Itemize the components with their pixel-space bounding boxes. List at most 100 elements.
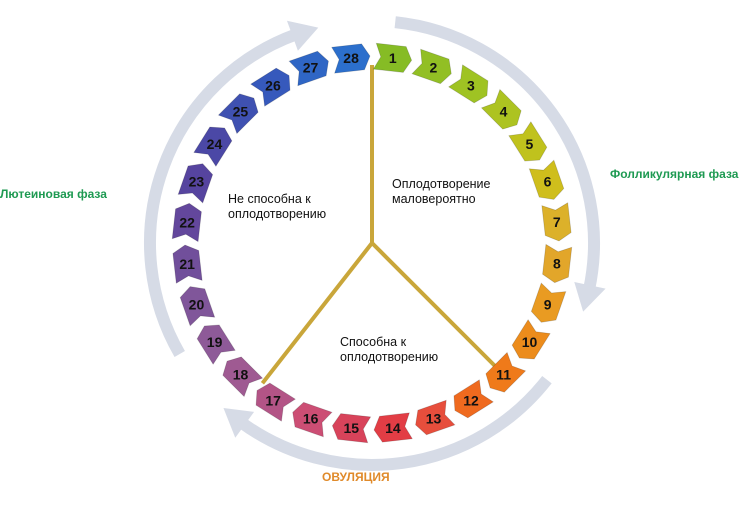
day-badge-23: 23 xyxy=(177,163,214,204)
day-shape-4 xyxy=(480,88,522,130)
day-shape-1 xyxy=(372,42,413,73)
day-ring: 1234567891011121314151617181920212223242… xyxy=(171,42,573,444)
divider-line-2 xyxy=(370,241,500,371)
day-shape-23 xyxy=(177,163,214,204)
day-badge-7: 7 xyxy=(541,202,572,242)
day-badge-10: 10 xyxy=(511,318,551,360)
day-shape-2 xyxy=(411,48,452,85)
day-number-19: 19 xyxy=(207,334,223,350)
day-number-9: 9 xyxy=(544,296,552,312)
day-number-11: 11 xyxy=(496,366,511,382)
day-number-7: 7 xyxy=(553,214,561,230)
day-badge-3: 3 xyxy=(447,64,489,104)
day-number-1: 1 xyxy=(389,50,397,66)
day-number-27: 27 xyxy=(303,59,319,75)
unlikely-line-2: маловероятно xyxy=(392,192,476,206)
day-badge-6: 6 xyxy=(528,159,565,200)
day-number-10: 10 xyxy=(522,334,538,350)
unlikely-zone-label: Оплодотворение маловероятно xyxy=(392,177,491,207)
day-number-8: 8 xyxy=(553,256,561,272)
day-number-3: 3 xyxy=(467,77,475,93)
day-number-12: 12 xyxy=(463,392,479,408)
day-number-26: 26 xyxy=(265,78,281,94)
day-shape-16 xyxy=(292,401,333,438)
day-badge-11: 11 xyxy=(485,351,527,393)
day-number-18: 18 xyxy=(233,367,249,383)
fertile-zone-label: Способна к оплодотворению xyxy=(340,335,438,365)
follicular-phase-label: Фолликулярная фаза xyxy=(610,167,739,181)
day-shape-6 xyxy=(528,159,565,200)
day-shape-13 xyxy=(415,399,456,436)
phase-dividers xyxy=(260,65,500,385)
day-badge-18: 18 xyxy=(222,356,264,398)
not-fertile-line-1: Не способна к xyxy=(228,192,311,206)
day-badge-12: 12 xyxy=(453,379,494,419)
day-shape-22 xyxy=(171,202,202,243)
day-number-14: 14 xyxy=(385,420,401,436)
day-badge-24: 24 xyxy=(193,126,233,168)
day-shape-21 xyxy=(172,244,203,284)
day-badge-28: 28 xyxy=(331,43,371,74)
day-shape-5 xyxy=(508,121,548,162)
day-shape-10 xyxy=(511,318,551,360)
day-badge-5: 5 xyxy=(508,121,548,162)
day-number-25: 25 xyxy=(233,104,249,120)
day-shape-15 xyxy=(331,413,372,444)
day-badge-4: 4 xyxy=(480,88,522,130)
day-badge-20: 20 xyxy=(179,286,216,327)
day-badge-2: 2 xyxy=(411,48,452,85)
day-badge-26: 26 xyxy=(250,67,291,107)
day-shape-12 xyxy=(453,379,494,419)
day-shape-14 xyxy=(373,412,413,443)
unlikely-line-1: Оплодотворение xyxy=(392,177,491,191)
day-number-13: 13 xyxy=(426,411,442,427)
day-shape-18 xyxy=(222,356,264,398)
day-badge-22: 22 xyxy=(171,202,202,243)
day-shape-17 xyxy=(255,382,297,422)
day-number-23: 23 xyxy=(189,174,205,190)
cycle-arrow-1 xyxy=(394,16,600,291)
day-badge-27: 27 xyxy=(288,50,329,87)
ovulation-label: ОВУЛЯЦИЯ xyxy=(322,470,390,484)
day-badge-1: 1 xyxy=(372,42,413,73)
day-number-4: 4 xyxy=(500,103,508,119)
day-shape-25 xyxy=(217,93,259,135)
cycle-arrow-head-1 xyxy=(574,282,606,312)
day-badge-21: 21 xyxy=(172,244,203,284)
cycle-arrow-2 xyxy=(237,375,552,471)
day-badge-17: 17 xyxy=(255,382,297,422)
cycle-arrow-head-3 xyxy=(286,20,319,51)
day-shape-7 xyxy=(541,202,572,242)
day-badge-13: 13 xyxy=(415,399,456,436)
day-number-6: 6 xyxy=(544,173,552,189)
fertile-line-2: оплодотворению xyxy=(340,350,439,364)
cycle-arrows xyxy=(144,16,606,471)
day-badge-15: 15 xyxy=(331,413,372,444)
day-badge-8: 8 xyxy=(542,243,573,284)
day-shape-27 xyxy=(288,50,329,87)
luteal-phase-label: Лютеиновая фаза xyxy=(0,187,107,201)
day-badge-9: 9 xyxy=(530,282,567,323)
day-shape-19 xyxy=(196,324,236,365)
day-number-16: 16 xyxy=(303,411,319,427)
not-fertile-zone-label: Не способна к оплодотворению xyxy=(228,192,326,222)
cycle-arrow-head-2 xyxy=(223,407,255,438)
day-badge-16: 16 xyxy=(292,401,333,438)
day-shape-20 xyxy=(179,286,216,327)
day-number-28: 28 xyxy=(343,50,359,66)
day-shape-24 xyxy=(193,126,233,168)
day-shape-28 xyxy=(331,43,371,74)
day-badge-19: 19 xyxy=(196,324,236,365)
day-number-15: 15 xyxy=(343,420,359,436)
day-shape-11 xyxy=(485,351,527,393)
day-number-5: 5 xyxy=(526,136,534,152)
day-number-22: 22 xyxy=(179,214,195,230)
day-number-17: 17 xyxy=(265,393,281,409)
day-shape-9 xyxy=(530,282,567,323)
day-number-21: 21 xyxy=(179,256,195,272)
day-badge-14: 14 xyxy=(373,412,413,443)
day-number-24: 24 xyxy=(207,136,223,152)
divider-line-3 xyxy=(260,241,374,385)
